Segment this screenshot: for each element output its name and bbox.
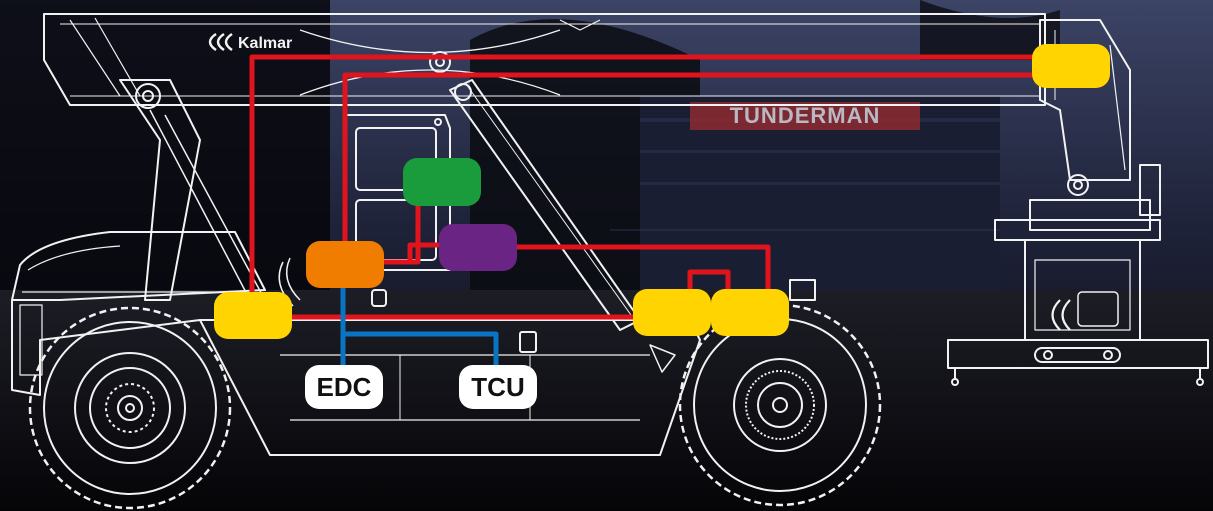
node-green-cab	[403, 158, 481, 206]
node-yellow-top-right	[1032, 44, 1110, 88]
tcu-label: TCU	[471, 372, 524, 402]
node-yellow-rear	[214, 292, 292, 339]
node-yellow-front-right	[711, 289, 789, 336]
node-yellow-front-left	[633, 289, 711, 336]
logo-text: Kalmar	[238, 35, 292, 52]
building-sign-text: TUNDERMAN	[730, 103, 881, 128]
edc-label: EDC	[317, 372, 372, 402]
node-purple-center	[439, 224, 517, 271]
node-orange-center	[306, 241, 384, 288]
